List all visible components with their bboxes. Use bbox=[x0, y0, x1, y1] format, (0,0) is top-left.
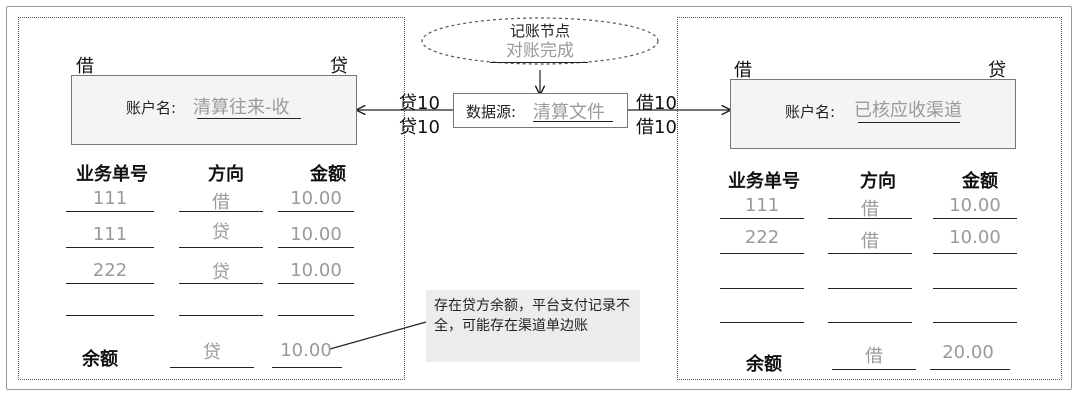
left-row-2-direction: 贷 bbox=[212, 222, 230, 243]
data-source-underline bbox=[533, 121, 613, 122]
accounting-node-ellipse bbox=[421, 17, 659, 65]
left-row-4-underline-direction bbox=[179, 315, 263, 316]
flow-label-left-top: 贷10 bbox=[399, 93, 440, 114]
right-row-4-underline-direction bbox=[828, 322, 912, 323]
note-pointer-line bbox=[329, 321, 427, 350]
right-row-1-direction: 借 bbox=[861, 199, 879, 220]
right-account-label: 账户名: bbox=[785, 103, 836, 121]
right-ledger-debit: 借 bbox=[734, 60, 752, 81]
right-row-3-underline-direction bbox=[828, 288, 912, 289]
right-balance-label: 余额 bbox=[746, 354, 782, 375]
right-ledger-panel bbox=[677, 17, 1062, 380]
right-row-2-underline-direction bbox=[828, 253, 912, 254]
left-balance-direction: 贷 bbox=[203, 342, 221, 363]
left-row-2-underline-amount bbox=[278, 247, 354, 248]
left-row-2-underline-direction bbox=[179, 247, 263, 248]
left-row-1-id: 111 bbox=[92, 188, 128, 209]
node-value: 对账完成 bbox=[506, 41, 574, 61]
left-row-3-direction: 贷 bbox=[212, 262, 230, 283]
left-balance-underline-amount bbox=[272, 367, 342, 368]
node-title: 记账节点 bbox=[509, 22, 570, 40]
right-row-1-amount: 10.00 bbox=[949, 195, 1001, 216]
right-balance-underline-amount bbox=[930, 369, 1010, 370]
flow-label-right-bottom: 借10 bbox=[636, 117, 677, 138]
data-source-value: 清算文件 bbox=[533, 102, 605, 123]
right-row-4-underline-amount bbox=[933, 322, 1017, 323]
right-account-box bbox=[730, 79, 1016, 149]
left-account-value: 清算往来-收 bbox=[193, 97, 290, 118]
left-balance-amount: 10.00 bbox=[280, 340, 332, 361]
left-row-1-direction: 借 bbox=[212, 192, 230, 213]
left-row-1-amount: 10.00 bbox=[290, 188, 342, 209]
right-col-header-direction: 方向 bbox=[860, 171, 896, 192]
right-row-1-underline-id bbox=[720, 218, 804, 219]
right-row-2-direction: 借 bbox=[861, 231, 879, 252]
left-row-2-amount: 10.00 bbox=[290, 224, 342, 245]
left-row-4-underline-id bbox=[66, 315, 154, 316]
left-row-2-id: 111 bbox=[92, 224, 128, 245]
right-row-1-underline-amount bbox=[933, 218, 1017, 219]
left-row-3-amount: 10.00 bbox=[290, 260, 342, 281]
left-account-box bbox=[71, 75, 357, 145]
left-col-header-id: 业务单号 bbox=[76, 164, 148, 185]
right-row-2-underline-id bbox=[720, 253, 804, 254]
left-row-1-underline-amount bbox=[278, 211, 354, 212]
right-account-value: 已核应收渠道 bbox=[854, 100, 962, 121]
flow-label-left-bottom: 贷10 bbox=[399, 117, 440, 138]
annotation-note: 存在贷方余额，平台支付记录不全，可能存在渠道单边账 bbox=[426, 290, 640, 362]
left-row-3-underline-id bbox=[66, 283, 154, 284]
left-row-4-underline-amount bbox=[278, 315, 354, 316]
left-col-header-amount: 金额 bbox=[310, 164, 346, 185]
flow-label-right-top: 借10 bbox=[636, 93, 677, 114]
left-ledger-credit: 贷 bbox=[330, 56, 348, 77]
left-row-2-underline-id bbox=[66, 247, 154, 248]
left-balance-label: 余额 bbox=[82, 349, 118, 370]
data-source-label: 数据源: bbox=[466, 103, 517, 121]
left-row-3-underline-direction bbox=[179, 283, 263, 284]
right-ledger-credit: 贷 bbox=[988, 60, 1006, 81]
left-col-header-direction: 方向 bbox=[208, 164, 244, 185]
outer-frame bbox=[6, 6, 1072, 390]
right-balance-amount: 20.00 bbox=[942, 342, 994, 363]
right-row-2-amount: 10.00 bbox=[949, 227, 1001, 248]
left-row-3-underline-amount bbox=[278, 283, 354, 284]
right-row-3-underline-amount bbox=[933, 288, 1017, 289]
right-col-header-id: 业务单号 bbox=[728, 171, 800, 192]
left-account-underline bbox=[197, 118, 301, 119]
right-row-2-id: 222 bbox=[744, 227, 780, 248]
right-row-3-underline-id bbox=[720, 288, 804, 289]
left-row-1-underline-id bbox=[66, 211, 154, 212]
right-row-1-id: 111 bbox=[744, 195, 780, 216]
left-ledger-debit: 借 bbox=[76, 56, 94, 77]
right-row-1-underline-direction bbox=[828, 218, 912, 219]
left-row-1-underline-direction bbox=[179, 211, 263, 212]
right-row-4-underline-id bbox=[720, 322, 804, 323]
left-row-3-id: 222 bbox=[92, 260, 128, 281]
right-row-2-underline-amount bbox=[933, 253, 1017, 254]
right-balance-direction: 借 bbox=[865, 346, 883, 367]
left-balance-underline-direction bbox=[170, 367, 254, 368]
right-balance-underline-direction bbox=[832, 369, 916, 370]
left-account-label: 账户名: bbox=[126, 99, 177, 117]
left-ledger-panel bbox=[18, 17, 405, 380]
node-value-underline bbox=[490, 62, 588, 63]
right-col-header-amount: 金额 bbox=[962, 171, 998, 192]
data-source-box bbox=[453, 93, 628, 128]
right-account-underline bbox=[858, 122, 960, 123]
